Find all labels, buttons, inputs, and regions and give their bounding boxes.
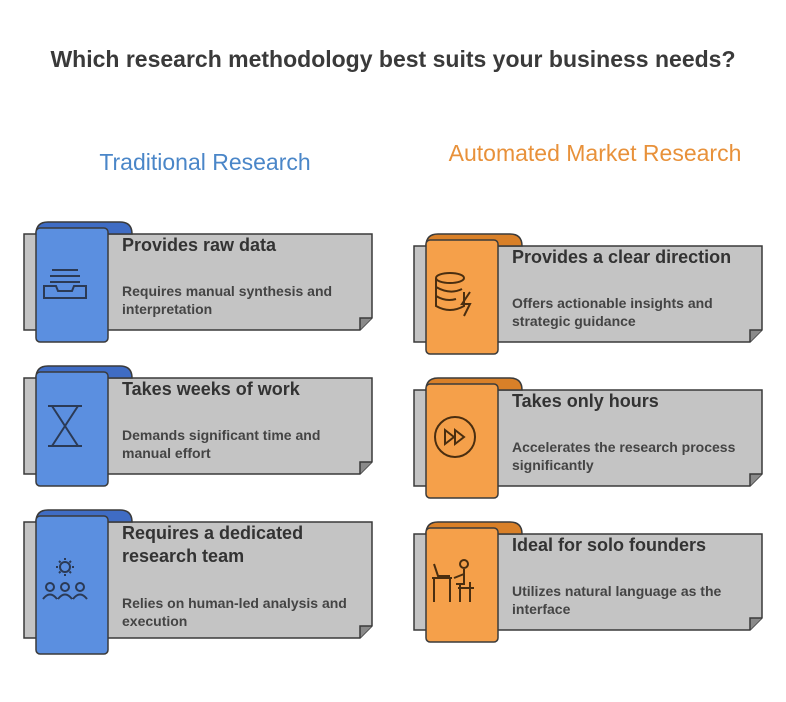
card-title: Takes only hours [512, 391, 659, 411]
card-description: Requires manual synthesis and interpreta… [122, 283, 333, 317]
card-shape [23, 365, 373, 487]
card-takes-weeks: Takes weeks of work Demands significant … [22, 365, 373, 487]
card-clear-direction: Provides a clear direction Offers action… [412, 233, 763, 355]
card-shape [23, 221, 373, 343]
card-shape [23, 509, 373, 655]
card-title: Provides raw data [122, 235, 277, 255]
person-at-desk-icon [432, 559, 474, 602]
card-description: Offers actionable insights and strategic… [512, 295, 713, 329]
card-title: Provides a clear direction [512, 247, 732, 267]
card-description: Accelerates the research process signifi… [512, 439, 736, 473]
page-title: Which research methodology best suits yo… [50, 46, 736, 72]
card-description: Demands significant time and manual effo… [122, 427, 321, 461]
card-title: Takes weeks of work [122, 379, 300, 399]
card-title: Ideal for solo founders [512, 535, 707, 555]
card-solo-founders: Ideal for solo founders Utilizes natural… [412, 521, 763, 643]
card-title: Requires a dedicated research team [122, 523, 304, 566]
inbox-tray-icon [43, 269, 87, 299]
card-provides-raw-data: Provides raw data Requires manual synthe… [22, 221, 373, 343]
database-lightning-icon [435, 272, 472, 317]
card-shape [413, 233, 763, 355]
fast-forward-icon [434, 416, 476, 458]
card-description: Relies on human-led analysis and executi… [122, 595, 347, 629]
card-shape [413, 377, 763, 499]
card-dedicated-team: Requires a dedicated research team Relie… [22, 509, 373, 655]
card-takes-hours: Takes only hours Accelerates the researc… [412, 377, 763, 499]
card-description: Utilizes natural language as the interfa… [512, 583, 722, 617]
card-shape [413, 521, 763, 643]
column-heading-traditional: Traditional Research [99, 149, 311, 175]
team-gear-icon [42, 558, 88, 600]
hourglass-icon [48, 405, 82, 447]
column-heading-automated: Automated Market Research [448, 140, 742, 166]
